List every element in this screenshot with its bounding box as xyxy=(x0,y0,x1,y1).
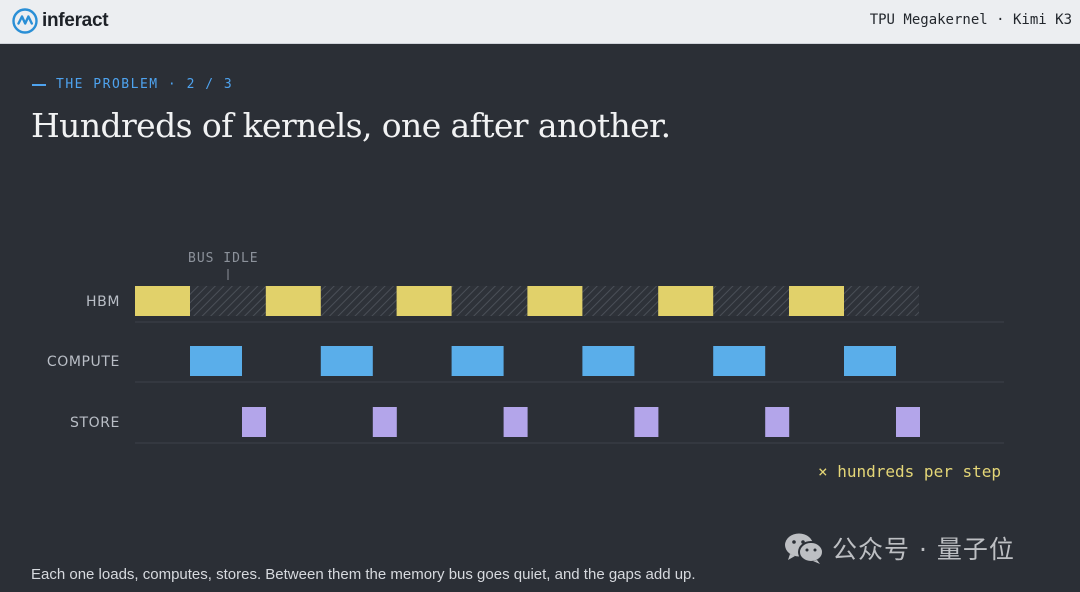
page-title: Hundreds of kernels, one after another. xyxy=(31,106,671,145)
deck-title: TPU Megakernel · Kimi K3 xyxy=(869,12,1072,28)
track-label-compute: COMPUTE xyxy=(47,354,120,370)
bus-idle-label: BUS IDLE xyxy=(188,251,259,266)
watermark-text: 公众号 · 量子位 xyxy=(832,535,1015,564)
compute-kernel-block xyxy=(582,346,635,376)
slide-caption: Each one loads, computes, stores. Betwee… xyxy=(31,566,696,583)
store-kernel-block xyxy=(372,407,397,437)
hbm-kernel-block xyxy=(396,286,452,316)
bus-idle-gap xyxy=(451,286,528,316)
wechat-icon xyxy=(785,533,824,564)
wave-in-circle-icon xyxy=(12,8,38,34)
compute-kernel-block xyxy=(320,346,373,376)
store-kernel-block xyxy=(765,407,790,437)
store-kernel-block xyxy=(896,407,920,437)
bus-idle-gap xyxy=(713,286,789,316)
store-kernel-block xyxy=(634,407,659,437)
hbm-kernel-block xyxy=(789,286,844,316)
eyebrow-dash xyxy=(32,83,46,86)
top-bar: inferact TPU Megakernel · Kimi K3 xyxy=(0,0,1080,44)
eyebrow-separator-dot: · xyxy=(167,77,178,92)
hbm-kernel-block xyxy=(658,286,714,316)
hbm-kernel-block xyxy=(265,286,321,316)
compute-kernel-block xyxy=(190,346,242,376)
section-eyebrow: THE PROBLEM · 2 / 3 xyxy=(32,77,233,92)
track-label-store: STORE xyxy=(70,415,120,431)
slide-progress: 2 / 3 xyxy=(186,77,234,92)
bus-idle-gap xyxy=(190,286,266,316)
section-label: THE PROBLEM xyxy=(56,77,159,92)
compute-kernel-block xyxy=(844,346,896,376)
store-kernel-block xyxy=(503,407,528,437)
bus-idle-gap xyxy=(320,286,397,316)
bus-idle-gap xyxy=(582,286,659,316)
compute-kernel-block xyxy=(713,346,766,376)
channel-watermark: 公众号 · 量子位 xyxy=(782,530,1015,566)
hbm-kernel-block xyxy=(135,286,190,316)
hbm-kernel-block xyxy=(527,286,583,316)
compute-kernel-block xyxy=(451,346,504,376)
bus-idle-gap xyxy=(844,286,919,316)
track-label-hbm: HBM xyxy=(86,294,120,310)
brand-logo[interactable]: inferact xyxy=(12,8,109,34)
brand-name: inferact xyxy=(42,10,109,31)
store-kernel-block xyxy=(242,407,266,437)
repeat-note: × hundreds per step xyxy=(818,462,1001,481)
